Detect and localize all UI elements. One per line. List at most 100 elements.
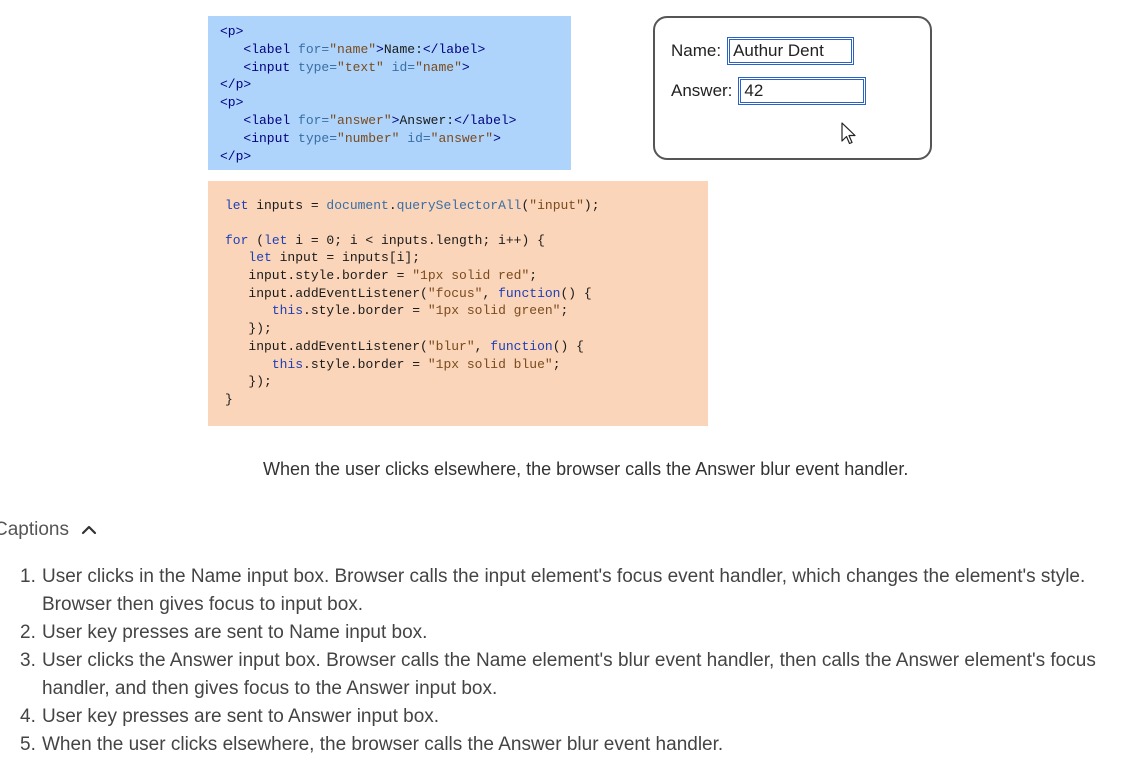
code-token: }); (225, 374, 272, 390)
code-token: }); (225, 321, 272, 337)
answer-input[interactable] (738, 77, 867, 105)
code-token: "number" (337, 130, 400, 146)
code-token (225, 250, 248, 265)
code-line: let input = inputs[i]; (225, 249, 708, 267)
code-token: ; (529, 268, 538, 284)
caption-number: 2. (20, 622, 36, 643)
code-line: </p> (220, 76, 571, 94)
code-token: for= (298, 112, 330, 128)
code-line: <p> (220, 23, 571, 41)
code-token: </label> (454, 112, 517, 128)
chevron-up-icon (81, 525, 97, 535)
code-token: </p> (220, 148, 252, 164)
code-token: this (271, 303, 304, 319)
code-token: "input" (529, 198, 584, 213)
answer-label: Answer: (671, 81, 733, 100)
code-token: ; (560, 303, 569, 319)
code-token (225, 303, 272, 318)
code-token: > (493, 130, 501, 146)
code-line: <input type="text" id="name"> (220, 59, 571, 77)
code-line: }); (225, 320, 708, 338)
code-token: type= (298, 59, 338, 75)
code-token: id= (407, 130, 431, 146)
code-token: "answer" (430, 130, 494, 146)
code-token: "blur" (427, 338, 475, 354)
code-token: </label> (422, 41, 486, 57)
caption-item: 3. User clicks the Answer input box. Brow… (20, 647, 1135, 703)
code-token (220, 131, 243, 146)
code-token: </p> (220, 77, 252, 93)
code-token: () { (560, 285, 592, 301)
code-token (220, 113, 243, 128)
caption-item: 4.User key presses are sent to Answer in… (20, 703, 1135, 731)
code-token: function (490, 338, 553, 354)
caption-list: 1. User clicks in the Name input box. Bro… (20, 563, 1135, 759)
code-line: <label for="answer">Answer:</label> (220, 112, 571, 130)
code-token: function (498, 285, 561, 301)
code-token: "name" (415, 59, 462, 75)
code-token: <input (243, 59, 299, 75)
code-line: <input type="number" id="answer"> (220, 130, 571, 148)
code-token: <label (243, 41, 299, 57)
code-line: }); (225, 373, 708, 391)
code-line: } (225, 391, 708, 409)
code-token: for (225, 232, 249, 248)
javascript-code-panel: let inputs = document.querySelectorAll("… (208, 181, 708, 426)
code-token: () { (552, 338, 584, 354)
code-line: for (let i = 0; i < inputs.length; i++) … (225, 232, 708, 250)
step-status-text: When the user clicks elsewhere, the brow… (263, 459, 909, 479)
code-token: } (225, 391, 233, 407)
code-token: let (225, 198, 249, 213)
code-token: input.addEventListener( (225, 338, 428, 354)
caption-text: User clicks the Answer input box. Browse… (42, 650, 1096, 699)
code-token: i = 0; i < inputs.length; i++) { (287, 232, 545, 248)
code-token: > (376, 41, 384, 57)
caption-number: 5. (20, 734, 36, 755)
code-line: input.style.border = "1px solid red"; (225, 267, 708, 285)
code-line: input.addEventListener("blur", function(… (225, 338, 708, 356)
code-token (225, 357, 272, 372)
captions-toggle[interactable]: Captions (0, 519, 97, 541)
code-token (220, 42, 243, 57)
code-token: ); (583, 198, 600, 213)
caption-text: User clicks in the Name input box. Brows… (42, 566, 1086, 615)
code-token (384, 60, 392, 75)
caption-text: User key presses are sent to Name input … (42, 622, 428, 643)
code-token: let (264, 232, 288, 248)
code-token: ( (521, 198, 530, 213)
name-input[interactable] (727, 37, 855, 65)
code-token: for= (298, 41, 330, 57)
code-token: this (271, 356, 304, 372)
caption-number: 4. (20, 706, 36, 727)
code-line: this.style.border = "1px solid green"; (225, 302, 708, 320)
code-token: input.style.border = (225, 268, 413, 284)
code-token: id= (391, 59, 416, 75)
code-token: "1px solid red" (412, 268, 530, 284)
captions-toggle-label: Captions (0, 519, 69, 540)
code-token: ( (248, 232, 265, 248)
caption-item: 5.When the user clicks elsewhere, the br… (20, 731, 1135, 759)
code-token: .style.border = (303, 356, 428, 372)
code-token (220, 60, 243, 75)
code-token: .style.border = (303, 303, 428, 319)
html-code-panel: <p> <label for="name">Name:</label> <inp… (208, 16, 571, 170)
caption-number: 1. (20, 566, 36, 587)
code-token: input = inputs[i]; (271, 250, 421, 266)
name-label: Name: (671, 41, 722, 60)
code-token: querySelectorAll (396, 198, 522, 213)
mouse-pointer-icon (841, 122, 856, 145)
code-blank-line (225, 215, 708, 232)
caption-number: 3. (20, 650, 36, 671)
code-token: <label (243, 112, 299, 128)
code-token: "focus" (427, 285, 483, 301)
code-token: type= (298, 130, 338, 146)
code-token: "1px solid green" (427, 303, 561, 319)
caption-item: 2. User key presses are sent to Name inpu… (20, 619, 1135, 647)
code-token: Name: (383, 41, 423, 57)
code-token: . (388, 198, 397, 213)
code-token: > (391, 112, 400, 128)
code-token: "name" (329, 41, 377, 57)
code-line: <label for="name">Name:</label> (220, 41, 571, 59)
code-line: <p> (220, 94, 571, 112)
code-token: inputs = (248, 198, 327, 213)
